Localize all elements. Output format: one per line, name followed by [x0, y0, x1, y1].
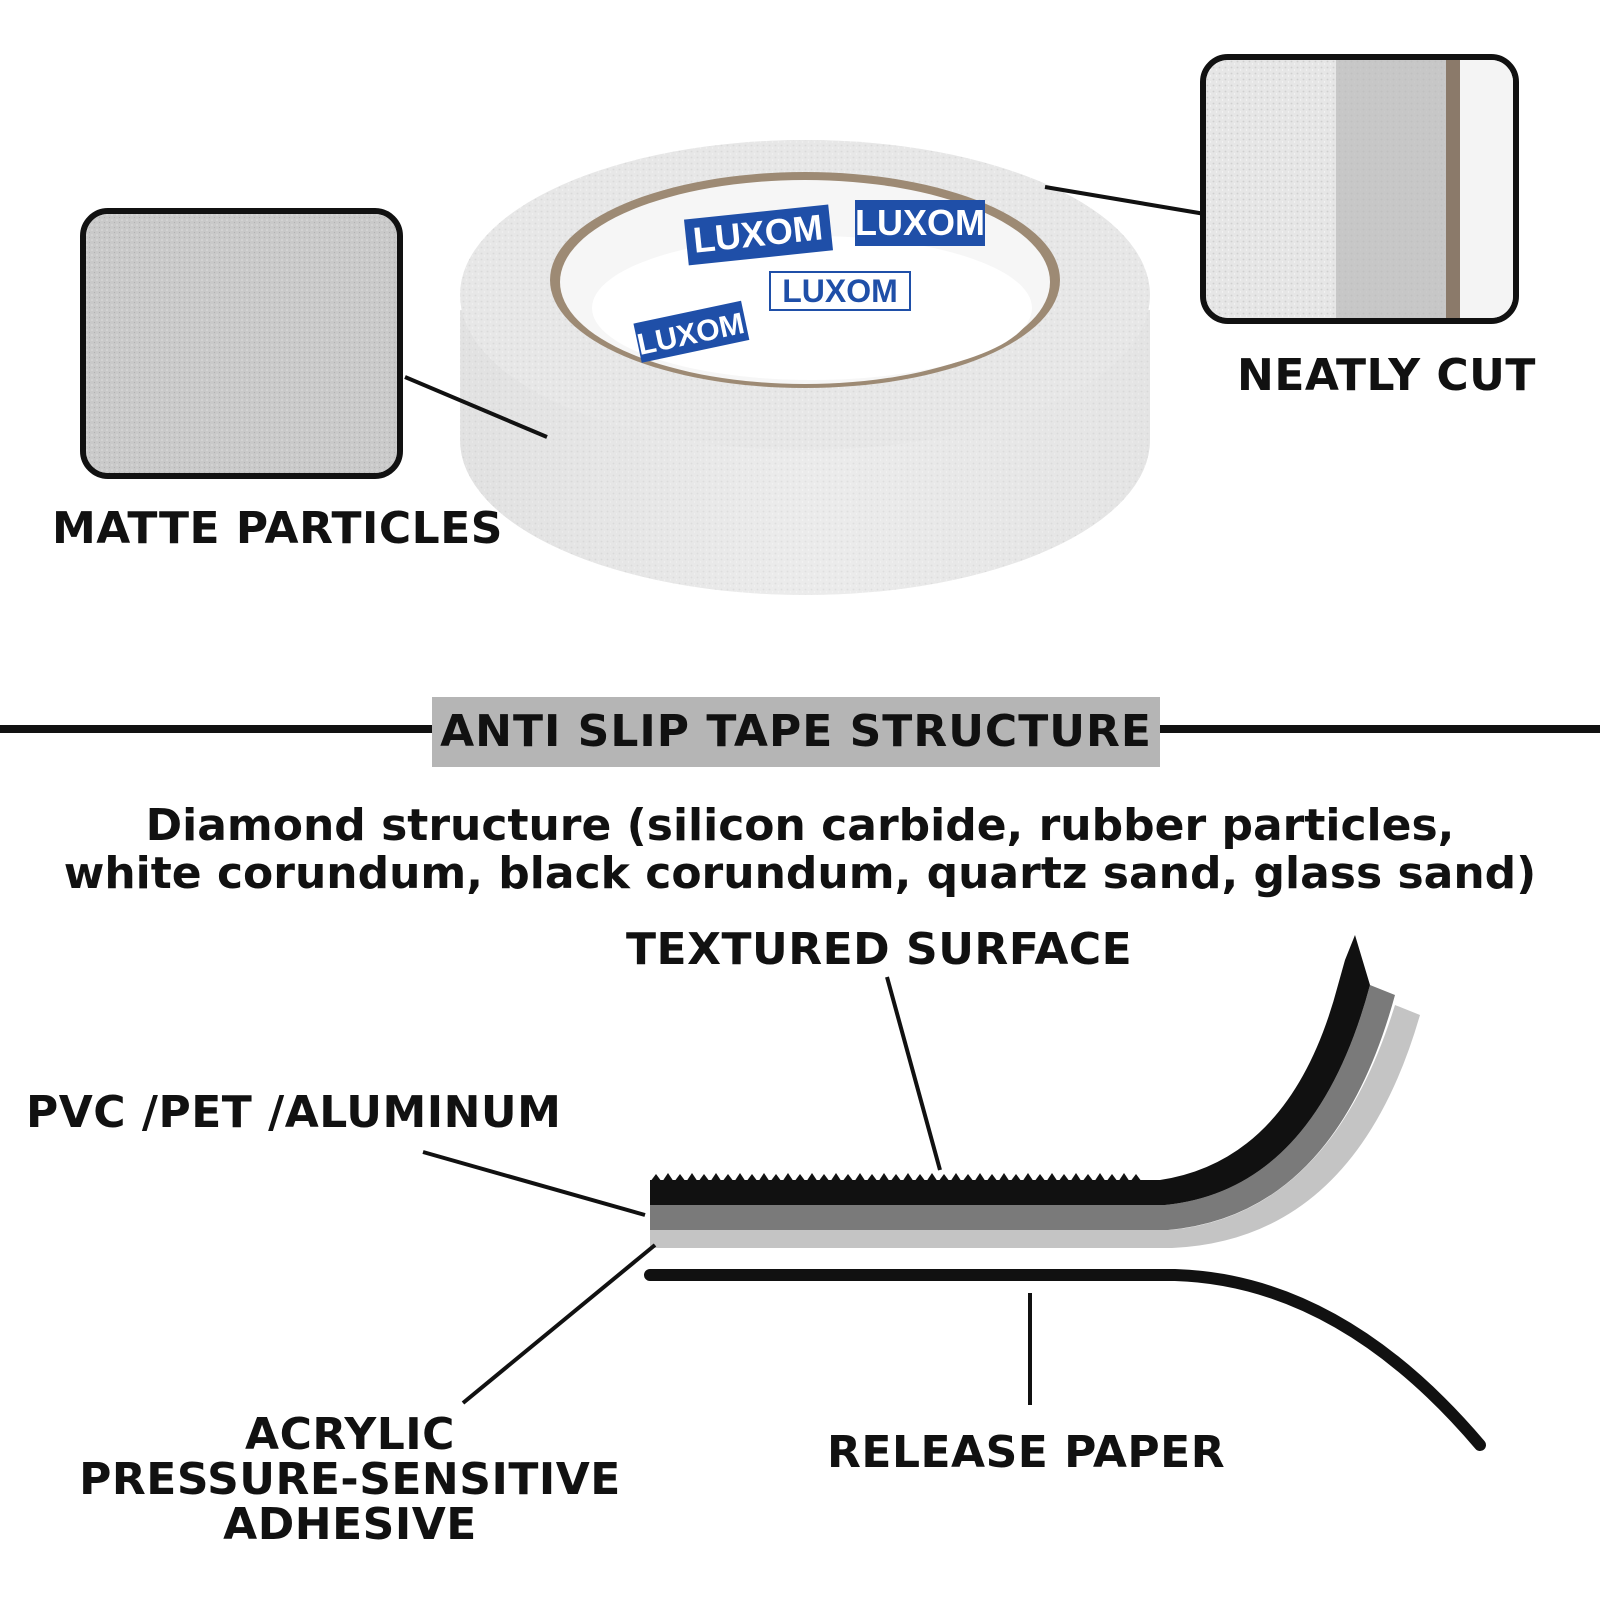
pointer-textured-surface [885, 976, 942, 1171]
section-title: ANTI SLIP TAPE STRUCTURE [440, 706, 1152, 757]
matte-texture-image [86, 214, 397, 473]
section-title-band [432, 697, 1160, 767]
svg-text:LUXOM: LUXOM [855, 202, 985, 243]
zoom-box-matte-particles [80, 208, 403, 479]
label-adhesive-line-3: ADHESIVE [223, 1499, 477, 1550]
label-matte-particles: MATTE PARTICLES [52, 503, 503, 554]
connector-line-cut [1044, 185, 1206, 216]
tape-roll-illustration: LUXOM LUXOM LUXOM LUXOM [404, 140, 1206, 595]
pointer-substrate [422, 1150, 646, 1217]
substrate-layer [650, 985, 1395, 1230]
section-rule-left [0, 725, 432, 733]
label-adhesive-line-2: PRESSURE-SENSITIVE [79, 1454, 621, 1505]
label-textured-surface: TEXTURED SURFACE [626, 924, 1133, 975]
textured-surface-layer [650, 935, 1370, 1205]
svg-text:LUXOM: LUXOM [782, 273, 898, 309]
release-paper-layer [644, 1269, 1486, 1451]
label-adhesive-line-1: ACRYLIC [245, 1409, 455, 1460]
zoom-box-neatly-cut [1200, 54, 1519, 324]
cut-edge-image [1206, 60, 1513, 318]
section-rule-right [1160, 725, 1600, 733]
label-neatly-cut: NEATLY CUT [1237, 350, 1536, 401]
connector-line-matte [404, 375, 548, 439]
label-substrate: PVC /PET /ALUMINUM [26, 1087, 562, 1138]
label-adhesive: ACRYLIC PRESSURE-SENSITIVE ADHESIVE [75, 1412, 625, 1547]
structure-description-line-2: white corundum, black corundum, quartz s… [63, 848, 1537, 899]
label-release-paper: RELEASE PAPER [827, 1427, 1226, 1478]
textured-surface-grit [650, 1173, 1160, 1182]
pointer-adhesive [461, 1243, 657, 1405]
structure-description-line-1: Diamond structure (silicon carbide, rubb… [145, 800, 1455, 851]
